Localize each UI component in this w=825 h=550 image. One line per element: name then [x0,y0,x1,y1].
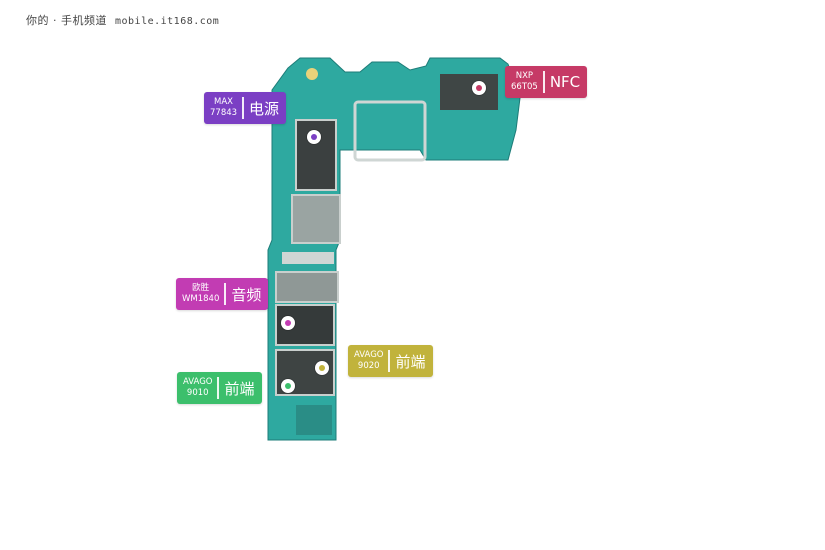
shield-frame [282,252,334,264]
shield-can-1 [291,194,341,244]
pmic-area [295,119,337,191]
label-divider [388,350,391,372]
marker-frontend-9020 [315,361,329,375]
label-frontend-9020-title: 前端 [395,352,426,371]
label-power-line1: MAX [214,97,234,107]
label-frontend-9010-line1: AVAGO [183,377,213,387]
label-frontend-9020-line2: 9020 [357,361,380,371]
marker-frontend-9010 [281,379,295,393]
label-audio-title: 音频 [231,285,262,304]
label-divider [542,71,545,93]
label-frontend-9010-title: 前端 [224,379,255,398]
lower-pads [296,405,332,435]
label-audio-line2: WM1840 [182,294,220,304]
label-power-title: 电源 [249,99,280,118]
watermark-url: mobile.it168.com [115,16,220,27]
shield-can-2 [275,271,339,303]
marker-audio [281,316,295,330]
watermark-cn: 你的 · 手机频道 [26,14,107,27]
mount-hole [306,68,318,80]
marker-power [307,130,321,144]
label-nfc-line2: 66T05 [511,82,538,92]
nfc-area [440,74,498,110]
label-frontend-9010-line2: 9010 [186,388,209,398]
label-nfc-title: NFC [549,73,581,91]
label-nfc-line1: NXP [515,71,534,81]
watermark: 你的 · 手机频道 mobile.it168.com [26,12,219,28]
label-power-line2: 77843 [210,108,238,118]
label-frontend-9020-line1: AVAGO [354,350,384,360]
label-divider [224,283,227,305]
camera-bracket [353,100,427,162]
marker-nfc [472,81,486,95]
label-audio-line1: 欧胜 [192,283,210,293]
label-divider [217,377,220,399]
label-divider [242,97,245,119]
